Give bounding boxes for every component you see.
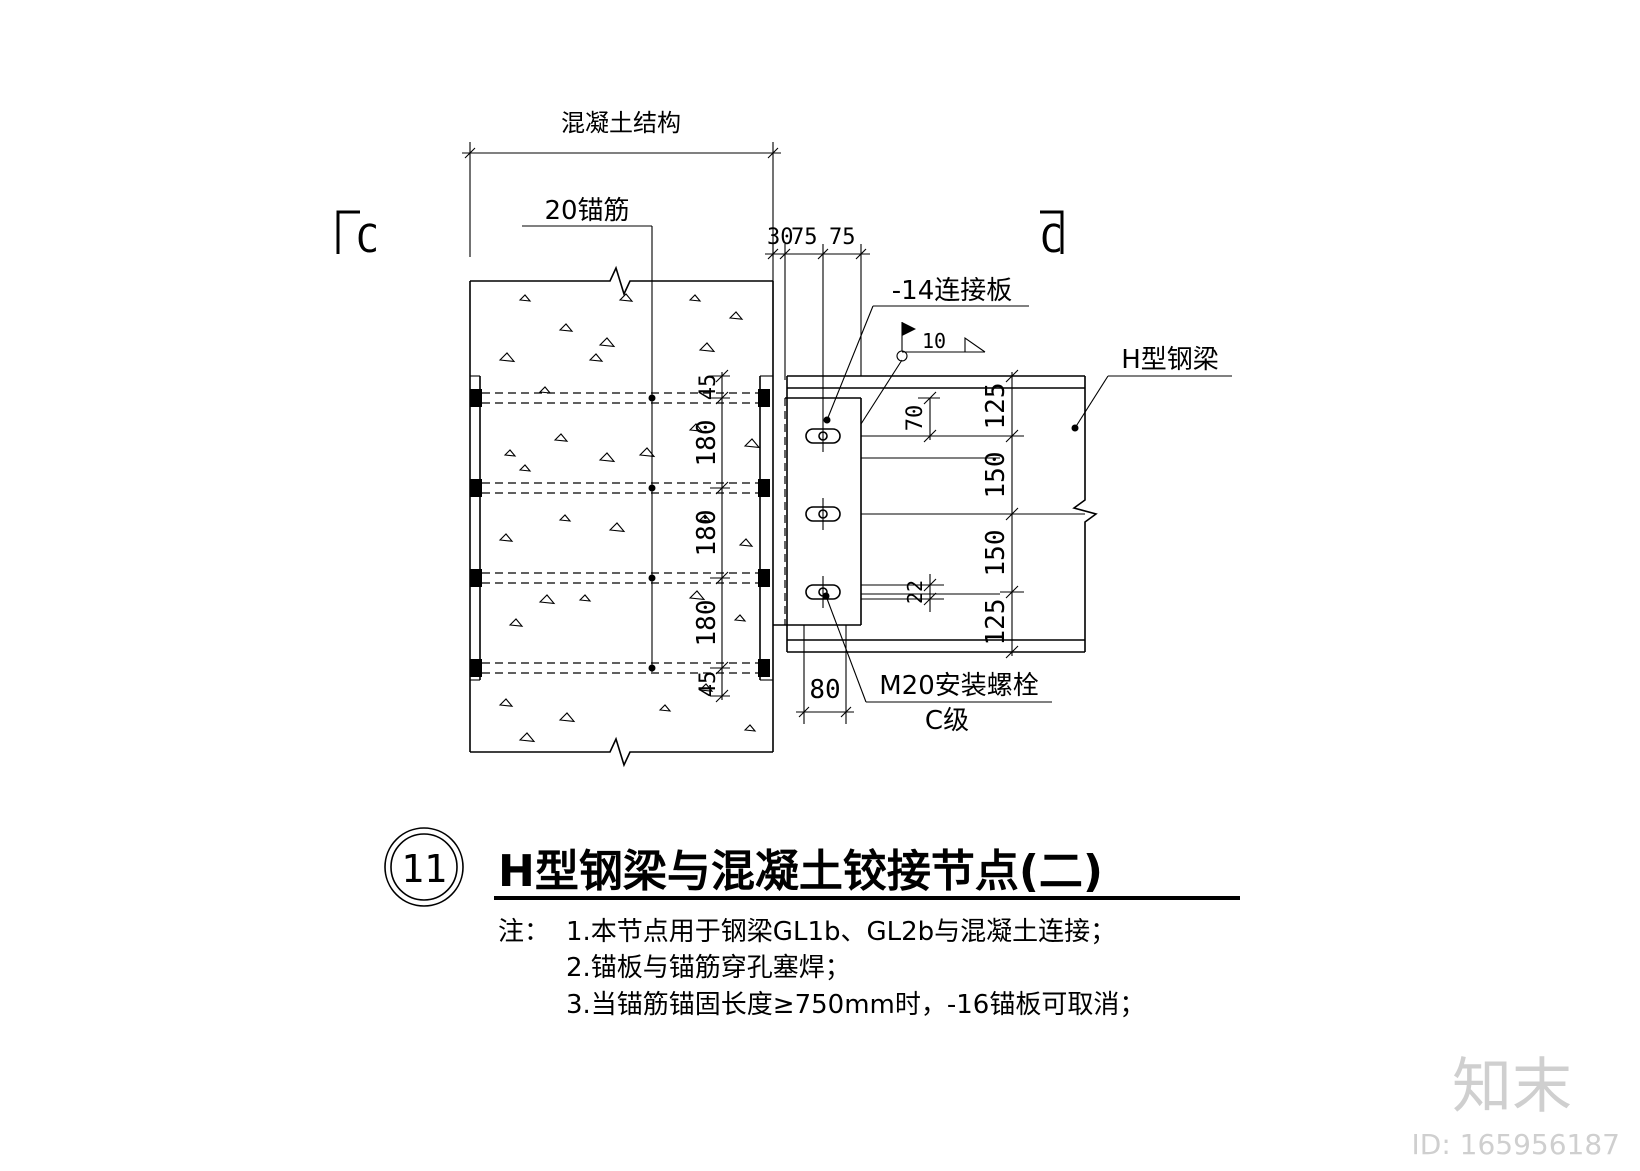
concrete-speck: [553, 433, 569, 442]
section-mark-right-letter: C: [1040, 217, 1063, 261]
concrete-speck: [538, 594, 556, 605]
concrete-speck: [698, 683, 714, 692]
concrete-speck: [743, 438, 761, 449]
detail-title: 11 H型钢梁与混凝土铰接节点(二): [384, 827, 1240, 907]
concrete-speck: [688, 294, 702, 302]
concrete-speck: [598, 337, 616, 348]
concrete-speck: [518, 464, 532, 472]
bottom-dimension: 80: [796, 625, 854, 724]
h-steel-beam: [786, 375, 1098, 653]
beam-callout: H型钢梁: [1071, 345, 1232, 432]
concrete-speck: [538, 386, 552, 394]
right-dimension-chain: 125 150 150 125: [861, 369, 1024, 659]
concrete-speck: [688, 590, 706, 601]
concrete-speck: [518, 732, 536, 743]
note-3: 3.当锚筋锚固长度≥750mm时，-16锚板可取消；: [566, 990, 1145, 1020]
concrete-speck: [498, 533, 514, 542]
concrete-speck: [618, 293, 634, 302]
concrete-speck: [658, 704, 672, 712]
dim-left-180-c: 180: [692, 600, 722, 647]
bolt-callout: M20安装螺栓 C级: [822, 592, 1052, 736]
anchor-bars: [470, 389, 770, 677]
plate-callout: -14连接板: [823, 276, 1029, 425]
concrete-speck: [588, 353, 604, 362]
detail-number: 11: [401, 847, 447, 891]
concrete-speck: [503, 449, 517, 457]
section-mark-right: C: [1040, 210, 1064, 261]
concrete-speck: [498, 698, 514, 707]
concrete-speck: [508, 618, 524, 627]
concrete-speck: [498, 352, 516, 363]
section-mark-left: C: [336, 210, 379, 261]
weld-size: 10: [922, 329, 946, 353]
concrete-speck: [518, 294, 532, 302]
dim-left-180-a: 180: [692, 420, 722, 467]
concrete-speck: [698, 514, 712, 522]
watermark: 知末 ID: 165956187: [1412, 1052, 1620, 1161]
concrete-speck: [743, 724, 757, 732]
anchor-bar-label: 20锚筋: [544, 196, 629, 226]
concrete-speck: [728, 311, 744, 320]
concrete-speck: [598, 452, 616, 463]
structure-label: 混凝土结构: [561, 109, 681, 137]
dim-right-125-bottom: 125: [981, 599, 1011, 646]
dim-top-75-a: 75: [791, 225, 818, 250]
watermark-logo: 知末: [1452, 1052, 1572, 1122]
detail-title-text: H型钢梁与混凝土铰接节点(二): [498, 846, 1103, 897]
concrete-speck: [698, 342, 716, 353]
beam-label: H型钢梁: [1121, 345, 1219, 375]
bolt-label: M20安装螺栓: [879, 671, 1039, 701]
notes: 注： 1.本节点用于钢梁GL1b、GL2b与混凝土连接； 2.锚板与锚筋穿孔塞焊…: [498, 917, 1145, 1020]
top-small-dimensions: 30 75 75: [765, 225, 870, 420]
dim-top-30: 30: [767, 225, 794, 250]
concrete-speck: [578, 594, 592, 602]
concrete-speck: [733, 614, 747, 622]
concrete-speck: [638, 447, 656, 458]
dim-left-45-bottom: 45: [696, 671, 721, 698]
left-dimension-chain: 45 180 180 180 45: [692, 369, 730, 703]
watermark-id: ID: 165956187: [1412, 1128, 1620, 1161]
dim-right-150-b: 150: [981, 530, 1011, 577]
concrete-block: [469, 265, 774, 768]
bolts: [805, 420, 841, 608]
section-mark-left-letter: C: [356, 217, 379, 261]
dim-right-125-top: 125: [981, 383, 1011, 430]
concrete-speck: [558, 514, 572, 522]
concrete-speck: [558, 323, 574, 332]
dim-left-45-top: 45: [696, 374, 721, 401]
dim-left-180-b: 180: [692, 510, 722, 557]
bolt-grade: C级: [925, 706, 969, 736]
note-2: 2.锚板与锚筋穿孔塞焊；: [566, 953, 851, 983]
concrete-speck: [558, 712, 576, 723]
structure-dimension: 混凝土结构: [462, 109, 781, 257]
plate-label: -14连接板: [892, 276, 1012, 306]
dim-80: 80: [809, 675, 840, 705]
concrete-speck: [688, 423, 704, 432]
concrete-speck: [608, 522, 626, 533]
dim-70: 70: [903, 405, 928, 432]
dim-22: 22: [903, 580, 927, 604]
note-1: 1.本节点用于钢梁GL1b、GL2b与混凝土连接；: [566, 917, 1116, 947]
notes-prefix: 注：: [498, 917, 550, 947]
small-dimensions: 70 22: [861, 391, 944, 612]
dim-top-75-b: 75: [829, 225, 856, 250]
dim-right-150-a: 150: [981, 452, 1011, 499]
weld-symbol: 10: [896, 322, 986, 362]
anchor-bar-callout: 20锚筋: [522, 196, 656, 672]
concrete-speck: [738, 538, 754, 547]
